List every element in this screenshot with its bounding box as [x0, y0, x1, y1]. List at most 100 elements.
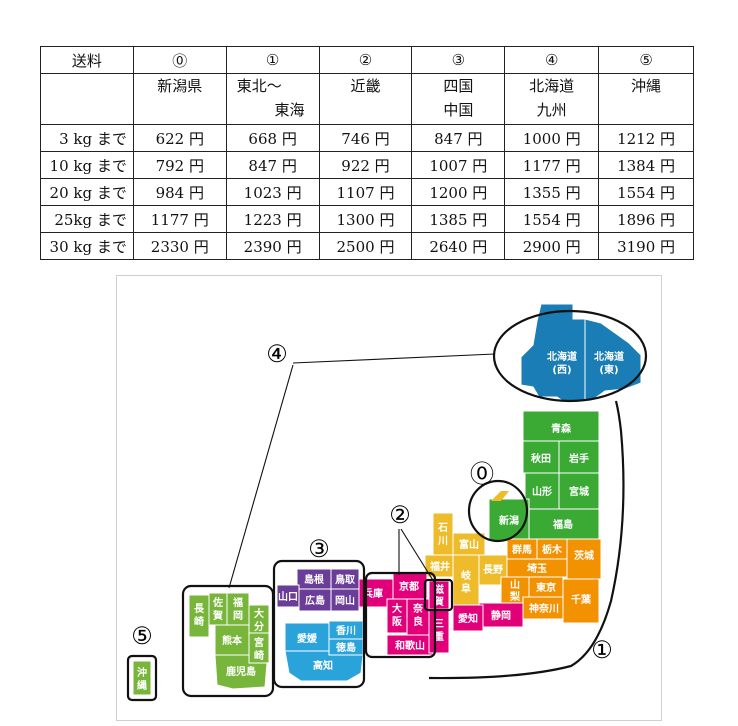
pref-label: 崎 — [254, 649, 264, 662]
price-cell: 1385 円 — [411, 205, 506, 233]
pref-label: 山形 — [532, 485, 552, 498]
pref-fukushima — [528, 508, 600, 540]
pref-label: 茨城 — [574, 549, 594, 562]
pref-label: 東京 — [536, 581, 556, 594]
zone4-leader-line — [228, 364, 294, 589]
pref-label: 香川 — [336, 624, 356, 637]
pref-label: 愛知 — [458, 612, 478, 625]
zone-symbol: ③ — [411, 46, 506, 74]
zone-header-row: 送料 ⓪ ① ② ③ ④ ⑤ — [40, 46, 694, 74]
price-cell: 1023 円 — [225, 178, 320, 206]
pref-label: 重 — [434, 630, 444, 643]
pref-label: 宮 — [254, 636, 264, 649]
region-cell: 東北〜 東海 — [225, 73, 320, 125]
region-chugoku — [276, 568, 360, 612]
region-cell: 沖縄 — [598, 73, 694, 125]
weight-cell: 3 kg まで — [40, 124, 134, 152]
pref-label: 長 — [194, 603, 205, 615]
pref-label: 北海道 — [547, 350, 577, 363]
zone-symbol: ④ — [504, 46, 600, 74]
region-cell: 四国 中国 — [411, 73, 506, 125]
pref-label: 千葉 — [571, 593, 592, 606]
pref-label: 崎 — [194, 615, 204, 628]
region-name: 東海 — [274, 101, 305, 119]
japan-map-svg: 北海道 (西) 北海道 (東) 秋田 青森 岩手 山形 宮城 新潟 福島 — [126, 303, 648, 702]
pref-label: 川 — [437, 535, 448, 547]
rate-row: 25kg まで 1177 円 1223 円 1300 円 1385 円 1554… — [40, 205, 694, 233]
price-cell: 1177 円 — [504, 151, 600, 179]
pref-kochi — [284, 650, 364, 682]
pref-label: 新潟 — [499, 514, 519, 527]
pref-label: 岐 — [461, 569, 471, 582]
price-cell: 3190 円 — [598, 232, 694, 260]
weight-cell: 20 kg まで — [40, 178, 134, 206]
pref-chiba — [562, 578, 600, 624]
zone0-niigata-outline — [467, 479, 529, 543]
region-name: 近畿 — [350, 77, 381, 95]
zone4-leader-line — [292, 353, 496, 364]
pref-label: 賀 — [212, 609, 223, 622]
pref-label: 富山 — [459, 538, 479, 551]
price-cell: 1000 円 — [504, 124, 600, 152]
price-cell: 792 円 — [132, 151, 227, 179]
price-cell: 1107 円 — [318, 178, 413, 206]
pref-miyagi — [558, 472, 600, 510]
pref-label: 広島 — [305, 594, 325, 607]
price-cell: 1355 円 — [504, 178, 600, 206]
zone-symbol: ② — [318, 46, 413, 74]
pref-label: 奈 — [412, 602, 424, 615]
pref-aomori — [522, 410, 600, 442]
region-name: 中国 — [443, 101, 474, 119]
pref-label: 熊本 — [222, 634, 243, 647]
zone3-chugoku-shikoku-outline — [272, 559, 366, 689]
rate-row: 3 kg まで 622 円 668 円 746 円 847 円 1000 円 1… — [40, 124, 694, 152]
pref-label: 大 — [254, 607, 264, 620]
region-name: 九州 — [536, 101, 567, 119]
region-name: 新潟県 — [157, 77, 203, 95]
pref-label: 大 — [392, 602, 402, 615]
pref-label: 福井 — [429, 560, 450, 573]
pref-label: 岩手 — [568, 452, 589, 465]
zone4-hokkaido-outline — [492, 309, 648, 403]
pref-aichi — [452, 604, 484, 632]
pref-okayama — [330, 588, 360, 612]
pref-label: 福島 — [552, 518, 573, 531]
rate-row: 30 kg まで 2330 円 2390 円 2500 円 2640 円 290… — [40, 232, 694, 260]
pref-label: 長野 — [483, 564, 503, 576]
region-cell: 近畿 — [318, 73, 413, 125]
pref-label: 兵庫 — [363, 587, 383, 600]
zone2-leader-line — [400, 528, 435, 583]
zone-label-0: ⓪ — [470, 460, 494, 488]
weight-cell: 30 kg まで — [40, 232, 134, 260]
pref-label: 福 — [232, 596, 243, 609]
pref-label: 愛媛 — [297, 632, 318, 645]
pref-label: 群馬 — [512, 543, 532, 556]
price-cell: 1177 円 — [132, 205, 227, 233]
pref-gifu — [452, 554, 480, 606]
pref-label: 賀 — [433, 595, 444, 608]
pref-label: 徳島 — [335, 641, 356, 654]
pref-ehime — [284, 622, 330, 652]
price-cell: 668 円 — [225, 124, 320, 152]
pref-label: 静岡 — [491, 609, 511, 622]
pref-label: 高知 — [313, 659, 333, 672]
pref-label: (西) — [552, 364, 571, 376]
pref-label: 青森 — [551, 422, 572, 435]
price-cell: 1200 円 — [411, 178, 506, 206]
zone-symbol: ⑤ — [598, 46, 694, 74]
price-cell: 1007 円 — [411, 151, 506, 179]
price-cell: 746 円 — [318, 124, 413, 152]
region-shikoku — [284, 620, 364, 682]
pref-label: 山口 — [278, 590, 298, 603]
pref-label: 栃木 — [542, 543, 563, 556]
pref-label: (東) — [599, 363, 618, 376]
price-cell: 2500 円 — [318, 232, 413, 260]
rate-row: 10 kg まで 792 円 847 円 922 円 1007 円 1177 円… — [40, 151, 694, 179]
zone-label-3: ③ — [308, 535, 330, 563]
price-cell: 2640 円 — [411, 232, 506, 260]
zone-label-1: ① — [591, 636, 613, 664]
price-cell: 2330 円 — [132, 232, 227, 260]
pref-label: 島根 — [304, 573, 324, 586]
region-name: 北海道 — [529, 77, 575, 95]
region-name: 四国 — [443, 77, 474, 95]
